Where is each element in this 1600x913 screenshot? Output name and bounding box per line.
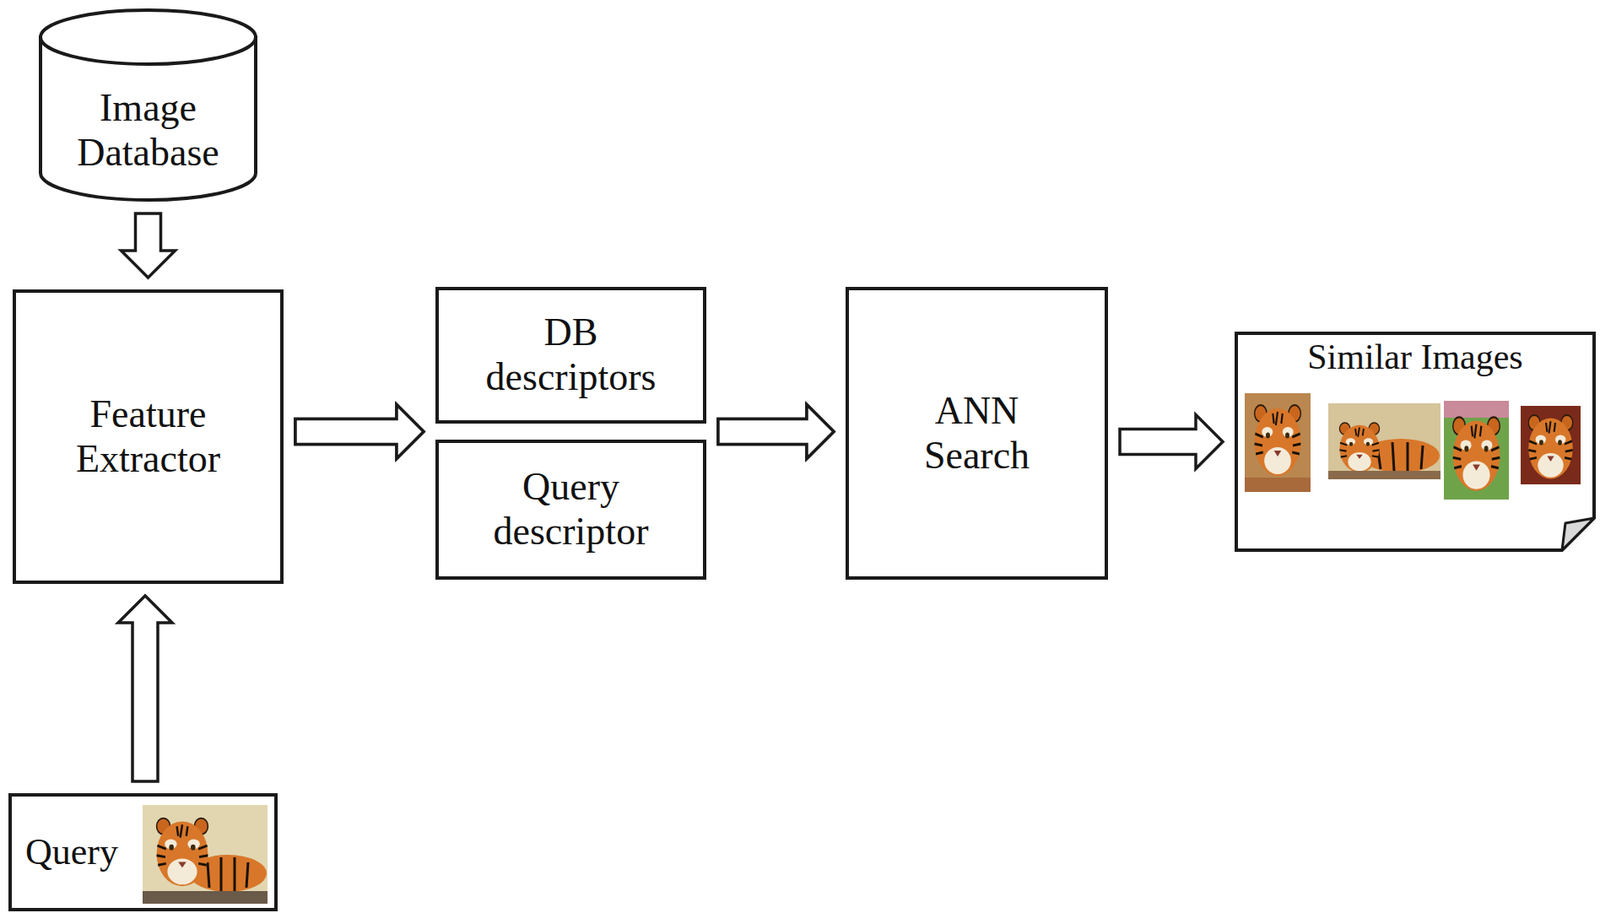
node-label: Image Database	[55, 86, 242, 176]
result-photo	[1244, 393, 1311, 492]
query-photo	[142, 805, 268, 904]
block-arrow	[121, 213, 176, 278]
block-arrow	[295, 405, 424, 460]
block-arrow	[718, 405, 834, 460]
node-label: DB descriptors	[461, 310, 682, 400]
node-label: Similar Images	[1307, 336, 1523, 378]
input-box: Query	[8, 793, 278, 912]
block-arrow	[118, 595, 173, 782]
result-photo	[1520, 405, 1581, 485]
data-box: DB descriptors	[435, 286, 707, 424]
block-arrow	[1119, 415, 1223, 470]
data-box: Query descriptor	[435, 439, 707, 580]
process-box: ANN Search	[845, 286, 1109, 580]
node-label: Query	[25, 831, 119, 875]
process-box: Feature Extractor	[12, 289, 284, 584]
result-photo	[1443, 400, 1509, 500]
block-arrow	[295, 405, 424, 460]
result-photo	[1328, 403, 1441, 480]
block-arrow	[718, 405, 834, 460]
node-label: Query descriptor	[461, 464, 682, 555]
node-label: ANN Search	[884, 389, 1071, 479]
document-shape: Similar Images	[1234, 331, 1596, 552]
node-label: Feature Extractor	[34, 392, 263, 482]
database-cylinder: Image Database	[38, 8, 258, 202]
